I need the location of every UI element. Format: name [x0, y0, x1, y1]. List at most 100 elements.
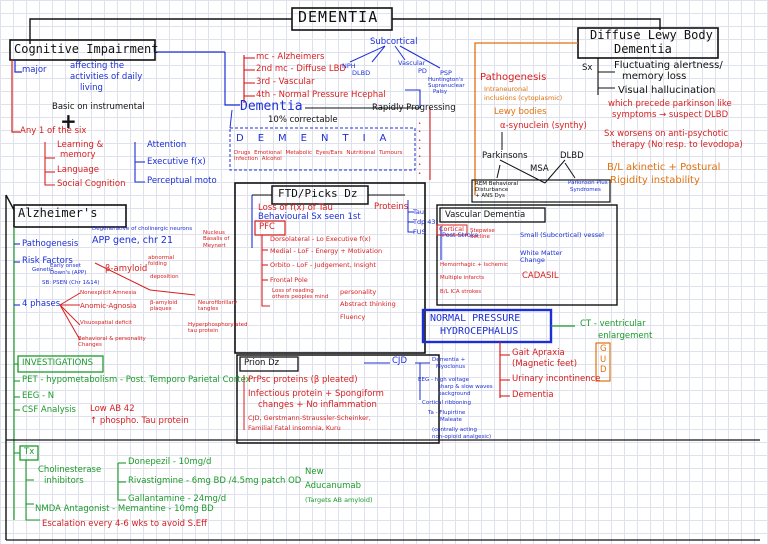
nph-urinary: Urinary incontinence: [512, 374, 601, 384]
lewy-worsens-1: Sx worsens on anti-psychotic: [604, 129, 729, 139]
ftd-protein-1: Tau: [413, 208, 424, 216]
mnemonic-note: Alcohol: [261, 156, 282, 163]
alz-risk: Risk Factors: [22, 256, 73, 266]
alz-risk-2: Early onset: [50, 263, 81, 269]
lewy-precede-1: which precede parkinson like: [608, 99, 732, 109]
lewy-dlbd: DLBD: [560, 151, 584, 161]
tx-new-1: New: [305, 467, 324, 477]
alz-stage-2: Anomic-Agnosia: [80, 302, 137, 310]
alz-stage-3: Visuospatial deficit: [80, 320, 132, 326]
lewy-rem-2: Disturbance: [475, 187, 509, 193]
learning-2: memory: [60, 150, 96, 160]
social-cognition: Social Cognition: [57, 179, 126, 189]
inv-pet: PET - hypometabolism - Post. Temporo Par…: [22, 375, 251, 385]
tx-donepezil: Donepezil - 10mg/d: [128, 457, 212, 467]
lewy-akinetic-2: Rigidity instability: [610, 175, 700, 186]
perceptual: Perceptual moto: [147, 176, 217, 186]
lewy-synuclein: α-synuclein (synthy): [500, 121, 587, 131]
ftd-fluency: Fluency: [340, 313, 366, 321]
prion-1: PrPsc proteins (β pleated): [248, 375, 358, 385]
prion-4: CJD, Gerstmann-Straussler-Scheinker,: [248, 414, 371, 422]
plus-sign: +: [60, 109, 77, 133]
sub-vascular: Vascular: [398, 59, 426, 67]
prion-cjd-2: Myoclonus: [436, 364, 466, 370]
vasc-note-1: Hemorrhagic + Ischemic: [440, 262, 508, 268]
prion-cjd: CJD: [392, 356, 407, 366]
ftd-behav: Behavioural Sx seen 1st: [258, 212, 361, 222]
nph-gait-2: (Magnetic feet): [512, 359, 578, 369]
prion-5: Familial Fatal insomnia, Kuru: [248, 424, 341, 432]
ftd-loss: Loss of f(x) of Tau: [258, 203, 333, 213]
alz-nucleus: Nucleus Basalis of Meynert: [203, 230, 230, 249]
mnemonic-note: Tumours: [379, 150, 403, 156]
nph-ct-2: enlargement: [598, 331, 653, 341]
prion-ta-4: non-opioid analgesic): [432, 434, 492, 440]
cause-3: 3rd - Vascular: [256, 77, 315, 87]
sub-pd: PD: [418, 67, 427, 75]
ftd-dorso: Dorsolateral - Lo Executive f(x): [270, 235, 371, 243]
ftd-proteins: Proteins: [374, 202, 409, 212]
ftd-heading: FTD/Picks Dz: [278, 187, 358, 200]
alz-risk-3: Down's (APP): [50, 270, 87, 276]
mnemonic-letter: A: [379, 133, 401, 144]
sub-dlbd: DLBD: [352, 69, 371, 77]
ftd-abstract: Abstract thinking: [340, 300, 396, 308]
mnemonic-letter: D: [236, 133, 258, 144]
nph-gud-letter: D: [600, 365, 607, 376]
tx-new-2: Aducanumab: [305, 481, 361, 491]
sub-psp: PSP: [440, 69, 452, 77]
alz-app-note: Degenerative of cholinergic neurons: [92, 226, 193, 232]
major-desc-2: activities of daily: [70, 72, 143, 82]
prion-eeg-4: Cortical ribboning: [422, 400, 471, 406]
language: Language: [57, 165, 99, 175]
cognitive-heading: Cognitive Impairment: [14, 42, 159, 56]
alz-abnormal: abnormal folding: [148, 255, 175, 268]
lewy-akinetic-1: B/L akinetic + Postural: [607, 162, 721, 173]
sub-huntington-1: Huntington's: [428, 77, 464, 83]
ftd-orbito: Orbito - LoF - Judgement, Insight: [270, 261, 376, 269]
investigations-heading: INVESTIGATIONS: [22, 358, 94, 368]
prion-cjd-1: Dementia +: [432, 357, 466, 363]
alz-stage-1: Nonexplicit Amnesia: [80, 290, 137, 296]
vasc-heading: Vascular Dementia: [445, 210, 526, 220]
inv-eeg: EEG - N: [22, 391, 55, 401]
nph-ct-1: CT - ventricular: [580, 319, 646, 329]
prion-3: changes + No inflammation: [258, 400, 377, 410]
dementia-center: Dementia: [240, 99, 303, 114]
alz-phases: 4 phases: [22, 299, 61, 309]
executive: Executive f(x): [147, 157, 206, 167]
prion-heading: Prion Dz: [244, 358, 280, 368]
mnemonic-note: Nutritional: [346, 150, 376, 156]
basic-instrumental: Basic on instrumental: [52, 102, 145, 112]
inv-csf-2: ↑ phospho. Tau protein: [90, 416, 189, 426]
lewy-heading-2: Dementia: [614, 42, 672, 56]
tx-chol-1: Cholinesterase: [38, 465, 102, 475]
prion-2: Infectious protein + Spongiform: [248, 389, 384, 399]
alz-heading: Alzheimer's: [18, 206, 98, 220]
alz-tangles: Neurofibrillary tangles: [198, 300, 238, 313]
vasc-note-2: Multiple infarcts: [440, 275, 485, 281]
mnemonic-note: Metabolic: [285, 150, 313, 156]
cause-1: mc - Alzheimers: [256, 52, 325, 62]
prion-eeg-3: background: [438, 391, 471, 397]
ftd-protein-2: Tdp 43: [413, 218, 436, 226]
lewy-bodies: Lewy bodies: [494, 107, 547, 117]
nph-dementia: Dementia: [512, 390, 554, 400]
vasc-cortical: Cortical: [439, 225, 464, 233]
lewy-heading-1: Diffuse Lewy Body: [590, 28, 713, 42]
lewy-sx: Sx: [582, 63, 593, 73]
mnemonic-note: Drugs: [234, 150, 251, 156]
cause-4: 4th - Normal Pressure Hcephal: [256, 90, 386, 100]
tx-heading: Tx: [24, 447, 35, 457]
learning-1: Learning &: [57, 140, 104, 150]
prion-ta-1: Ta - Flupirtine: [428, 410, 466, 416]
mnemonic-letter: M: [278, 133, 301, 144]
major-label: major: [22, 65, 47, 75]
mnemonic-letters: DEMENTIA: [236, 133, 400, 145]
lewy-precede-2: symptoms → suspect DLBD: [612, 110, 729, 120]
ftd-frontal: Frontal Pole: [270, 276, 308, 284]
vasc-post: Post Stroke: [442, 231, 479, 239]
inv-csf-1: Low AB 42: [90, 404, 135, 414]
alz-risk-4: SB: PSEN (Chr 1&14): [42, 280, 100, 286]
